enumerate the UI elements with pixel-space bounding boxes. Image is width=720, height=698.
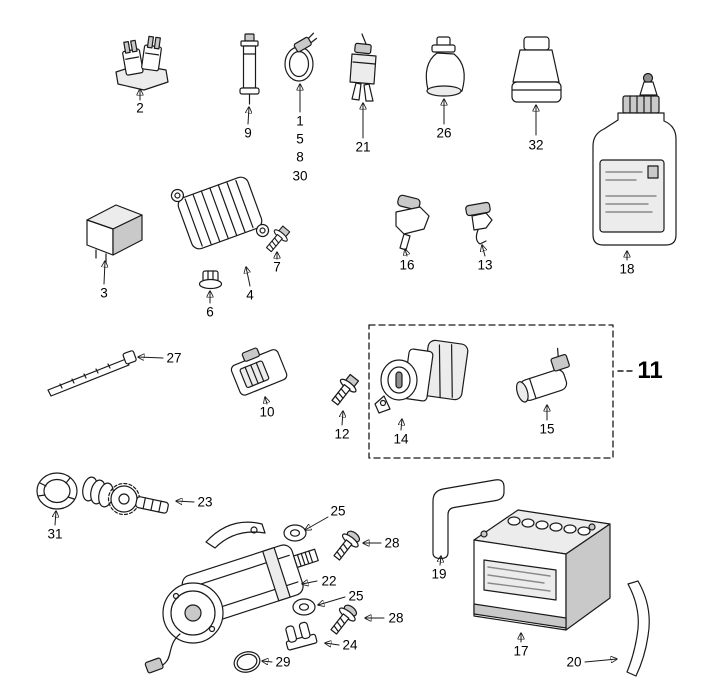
part-23-bendix — [82, 476, 169, 516]
part-label-13-15: 13 — [477, 257, 493, 273]
part-17-battery — [473, 509, 611, 631]
part-label-30-5: 30 — [292, 168, 308, 184]
part-label-25-24: 25 — [330, 503, 346, 519]
part-label-11-21: 11 — [637, 357, 663, 384]
part-label-6-13: 6 — [206, 304, 214, 320]
part-label-12-18: 12 — [334, 426, 350, 442]
part-label-19-31: 19 — [431, 566, 447, 582]
part-label-7-12: 7 — [273, 259, 281, 275]
part-label-14-19: 14 — [393, 431, 409, 447]
leader-lines — [55, 84, 627, 662]
part-label-20-33: 20 — [566, 654, 582, 670]
part-label-17-32: 17 — [513, 643, 529, 659]
part-4-regulator — [170, 176, 270, 250]
part-label-1-2: 1 — [296, 113, 304, 129]
part-label-31-22: 31 — [47, 526, 63, 542]
part-21-stop-switch — [349, 33, 377, 102]
part-label-16-14: 16 — [399, 257, 415, 273]
part-label-24-29: 24 — [342, 637, 358, 653]
part-3-relay — [86, 204, 143, 263]
part-15-switch — [515, 347, 570, 403]
part-label-29-30: 29 — [275, 654, 291, 670]
part-label-10-17: 10 — [259, 404, 275, 420]
part-6-nut — [198, 270, 223, 290]
part-31-grommet — [36, 472, 78, 510]
part-9-plunger — [239, 33, 260, 105]
part-10-connector — [230, 347, 288, 396]
part-18-oil-bottle — [592, 72, 677, 246]
part-label-15-20: 15 — [539, 421, 555, 437]
part-16-latch — [395, 194, 430, 251]
part-20-rubber-strip — [626, 580, 650, 677]
group-11-dashed-box — [368, 324, 614, 459]
part-label-28-25: 28 — [384, 535, 400, 551]
part-label-4-11: 4 — [246, 287, 254, 303]
part-label-5-3: 5 — [296, 131, 304, 147]
part-32-rubber-cap — [511, 36, 562, 103]
part-label-2-0: 2 — [136, 100, 144, 116]
part-14-ignition-switch — [374, 339, 469, 414]
part-label-22-26: 22 — [321, 573, 337, 589]
part-2-fuses — [115, 35, 169, 91]
part-label-26-7: 26 — [436, 125, 452, 141]
part-label-27-16: 27 — [166, 350, 182, 366]
part-26-rubber-boot — [425, 36, 465, 97]
part-13-bracket — [465, 201, 493, 245]
part-label-3-10: 3 — [100, 285, 108, 301]
part-label-18-9: 18 — [619, 261, 635, 277]
part-label-8-4: 8 — [296, 149, 304, 165]
part-24-clamp — [285, 621, 318, 651]
part-label-21-6: 21 — [355, 139, 371, 155]
part-label-9-1: 9 — [244, 125, 252, 141]
part-label-28-28: 28 — [388, 610, 404, 626]
part-1-hose-clamp — [284, 32, 318, 82]
part-label-25-27: 25 — [348, 588, 364, 604]
part-label-32-8: 32 — [528, 137, 544, 153]
part-22-starter-motor — [144, 521, 319, 674]
part-label-23-23: 23 — [197, 494, 213, 510]
part-27-cable-tie — [47, 350, 137, 397]
part-29-o-ring — [233, 651, 261, 673]
